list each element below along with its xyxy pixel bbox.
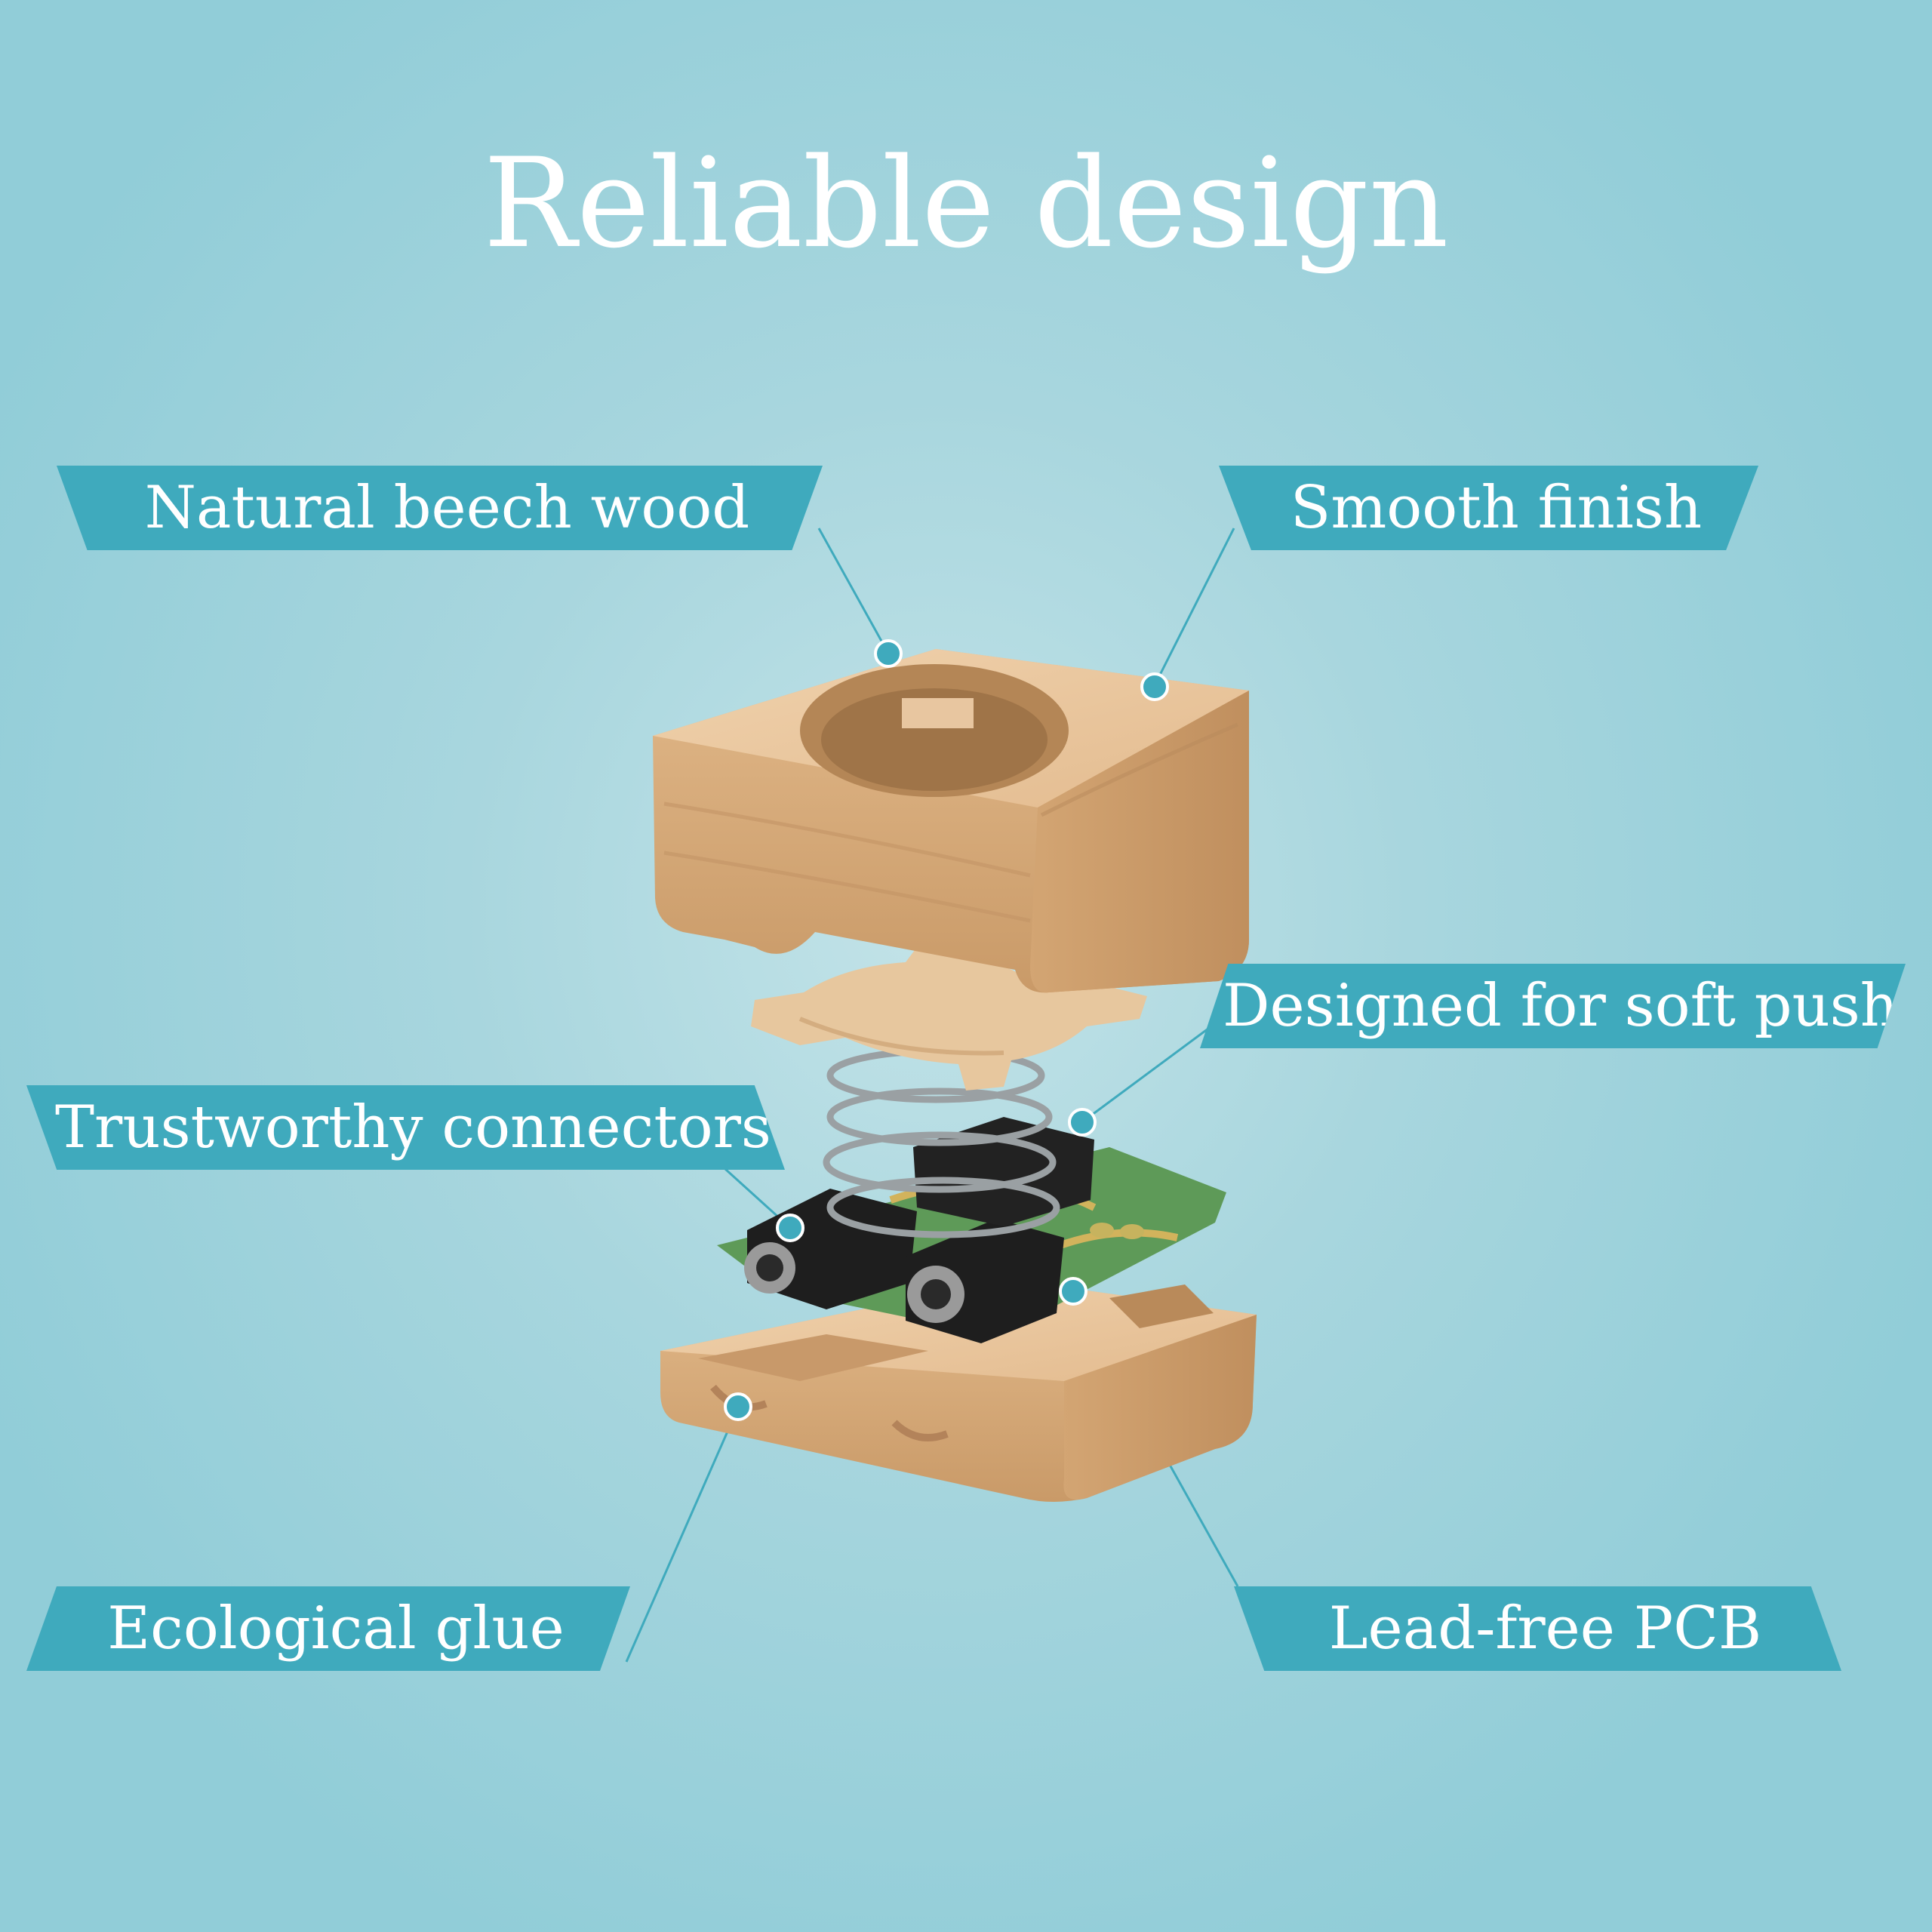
dot-lead-free-pcb: [1059, 1277, 1088, 1306]
callout-smooth-finish: Smooth finish: [1219, 466, 1758, 550]
callout-lead-free-pcb: Lead-free PCB: [1234, 1586, 1841, 1671]
callout-label: Trustworthy connectors: [55, 1094, 771, 1161]
callout-natural-beech-wood: Natural beech wood: [57, 466, 823, 550]
button-plate: [751, 947, 1147, 1091]
dot-ecological-glue: [724, 1392, 752, 1421]
callout-label: Lead-free PCB: [1328, 1595, 1762, 1663]
dot-soft-push: [1068, 1108, 1097, 1137]
dot-connectors: [776, 1214, 804, 1242]
callout-label: Designed for soft push: [1222, 972, 1899, 1040]
bottom-base: [660, 1279, 1257, 1502]
callout-label: Ecological glue: [107, 1595, 565, 1663]
dot-smooth-finish: [1140, 672, 1169, 701]
callout-dots: [724, 639, 1169, 1421]
callout-label: Natural beech wood: [144, 474, 750, 542]
page-title: Reliable design: [483, 131, 1449, 275]
callout-label: Smooth finish: [1290, 474, 1703, 542]
callout-ecological-glue: Ecological glue: [26, 1586, 630, 1671]
top-frame: [653, 649, 1249, 993]
callout-trustworthy-connectors: Trustworthy connectors: [26, 1085, 785, 1170]
callout-designed-for-soft-push: Designed for soft push: [1200, 964, 1906, 1048]
dot-natural-beech-wood: [874, 639, 903, 668]
